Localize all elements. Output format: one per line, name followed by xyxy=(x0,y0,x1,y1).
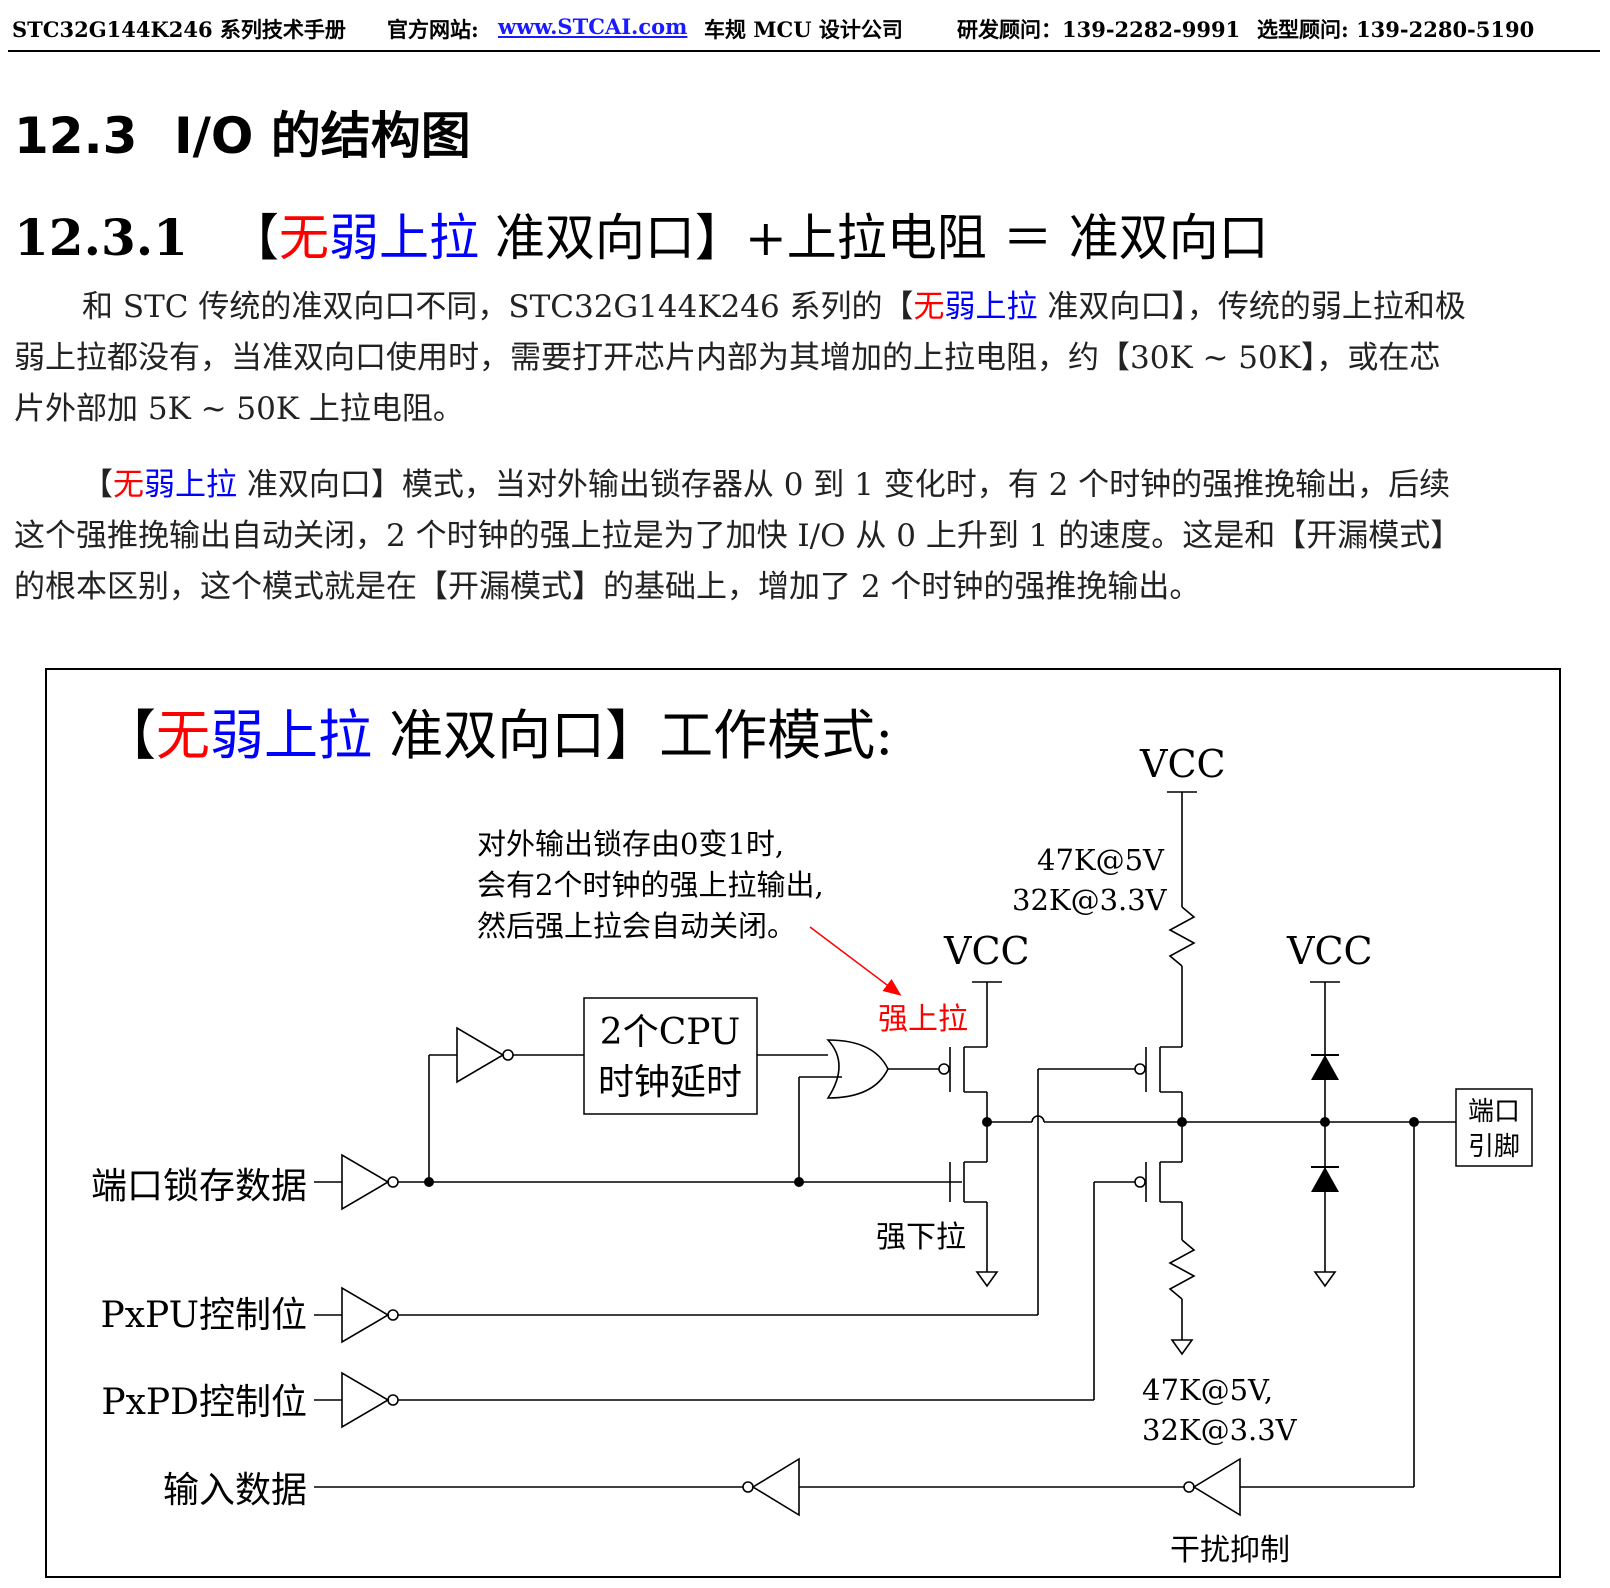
text-run: 和 STC 传统的准双向口不同，STC32G144K246 系列的【 xyxy=(82,289,914,325)
text-run: 准双向口】模式，当对外输出锁存器从 0 到 1 变化时，有 2 个时钟的强推挽输… xyxy=(237,467,1451,503)
pxpd-control-label: PxPD控制位 xyxy=(101,1382,307,1423)
paragraph-line: 这个强推挽输出自动关闭，2 个时钟的强上拉是为了加快 I/O 从 0 上升到 1… xyxy=(14,518,1462,554)
diode-upper-icon xyxy=(1311,1055,1339,1080)
svg-text:引脚: 引脚 xyxy=(1468,1132,1520,1162)
strong-pulldown-label: 强下拉 xyxy=(876,1220,966,1255)
header-divider xyxy=(8,50,1600,52)
diagram-title: 【无弱上拉 准双向口】工作模式: xyxy=(102,704,893,767)
svg-text:端口: 端口 xyxy=(1468,1097,1520,1127)
paragraph-1: 和 STC 传统的准双向口不同，STC32G144K246 系列的【无弱上拉 准… xyxy=(14,282,1594,435)
circuit-schematic: 【无弱上拉 准双向口】工作模式: 对外输出锁存由0变1时, 会有2个时钟的强上拉… xyxy=(91,704,1533,1568)
paragraph-line: 的根本区别，这个模式就是在【开漏模式】的基础上，增加了 2 个时钟的强推挽输出。 xyxy=(14,569,1201,605)
pulldown-resistor-label-3v3: 32K@3.3V xyxy=(1142,1413,1298,1447)
pullup-resistor-label-5v: 47K@5V xyxy=(1037,843,1165,877)
svg-text:会有2个时钟的强上拉输出,: 会有2个时钟的强上拉输出, xyxy=(477,868,824,902)
header-company: 车规 MCU 设计公司 xyxy=(704,17,903,42)
input-data-label: 输入数据 xyxy=(163,1470,307,1511)
vcc-label-resistor: VCC xyxy=(1139,742,1226,786)
paragraph-line: 弱上拉都没有，当准双向口使用时，需要打开芯片内部为其增加的上拉电阻，约【30K … xyxy=(14,340,1441,376)
header-site-label: 官方网站: xyxy=(387,17,479,42)
diode-lower-icon xyxy=(1311,1167,1339,1192)
subsection-heading: 12.3.1 【无弱上拉 准双向口】+上拉电阻 ＝ 准双向口 xyxy=(14,198,1269,270)
pulldown-resistor-label-5v: 47K@5V, xyxy=(1142,1373,1273,1407)
latch-data-label: 端口锁存数据 xyxy=(91,1166,307,1207)
header-rd-consultant: 研发顾问：139-2282-9991 xyxy=(957,17,1241,42)
header-manual-title: STC32G144K246 系列技术手册 xyxy=(12,17,346,42)
paragraph-line: 【无弱上拉 准双向口】模式，当对外输出锁存器从 0 到 1 变化时，有 2 个时… xyxy=(14,460,1594,511)
paragraph-2: 【无弱上拉 准双向口】模式，当对外输出锁存器从 0 到 1 变化时，有 2 个时… xyxy=(14,460,1594,613)
junction-dots xyxy=(424,1117,1419,1187)
port-pin-box: 端口 引脚 xyxy=(1455,1088,1533,1167)
noise-suppression-label: 干扰抑制 xyxy=(1170,1533,1290,1568)
paragraph-line: 和 STC 传统的准双向口不同，STC32G144K246 系列的【无弱上拉 准… xyxy=(14,282,1594,333)
pullup-resistor-label-3v3: 32K@3.3V xyxy=(1012,883,1168,917)
section-title: I/O 的结构图 xyxy=(174,107,471,165)
svg-text:对外输出锁存由0变1时,: 对外输出锁存由0变1时, xyxy=(477,827,784,861)
cpu-clock-delay-box: 2个CPU 时钟延时 xyxy=(583,997,758,1115)
io-structure-diagram: 【无弱上拉 准双向口】工作模式: 对外输出锁存由0变1时, 会有2个时钟的强上拉… xyxy=(45,668,1561,1578)
subsection-title: 【无弱上拉 准双向口】+上拉电阻 ＝ 准双向口 xyxy=(229,209,1269,267)
pullup-note: 对外输出锁存由0变1时, 会有2个时钟的强上拉输出, 然后强上拉会自动关闭。 xyxy=(477,827,824,943)
paragraph-line: 片外部加 5K ~ 50K 上拉电阻。 xyxy=(14,391,464,427)
subsection-word-wu: 无 xyxy=(279,209,329,267)
header-site-link-wrap[interactable]: www.STCAI.com xyxy=(498,14,687,39)
text-run: 【 xyxy=(82,467,113,503)
page-header: STC32G144K246 系列技术手册 官方网站: www.STCAI.com… xyxy=(12,14,1602,48)
vcc-label-pmos: VCC xyxy=(943,929,1030,973)
subsection-number: 12.3.1 xyxy=(14,208,188,267)
pxpu-control-label: PxPU控制位 xyxy=(101,1295,307,1336)
subsection-word-weak-pullup: 弱上拉 xyxy=(329,209,479,267)
note-arrow xyxy=(809,926,902,996)
text-run-blue: 弱上拉 xyxy=(144,467,237,503)
text-run-red: 无 xyxy=(113,467,144,503)
svg-text:时钟延时: 时钟延时 xyxy=(598,1062,742,1103)
svg-text:2个CPU: 2个CPU xyxy=(600,1012,740,1053)
subsection-title-rest: 准双向口】+上拉电阻 ＝ 准双向口 xyxy=(479,209,1269,267)
text-run: 准双向口】，传统的弱上拉和极 xyxy=(1037,289,1466,325)
section-number: 12.3 xyxy=(14,107,138,165)
svg-text:然后强上拉会自动关闭。: 然后强上拉会自动关闭。 xyxy=(477,909,796,943)
text-run-red: 无 xyxy=(913,289,945,325)
header-site-link[interactable]: www.STCAI.com xyxy=(498,14,688,39)
subsection-bracket: 【 xyxy=(229,209,279,267)
circuit-wiring xyxy=(314,791,1456,1517)
text-run-blue: 弱上拉 xyxy=(944,289,1038,325)
strong-pullup-label: 强上拉 xyxy=(878,1002,968,1037)
section-heading: 12.3 I/O 的结构图 xyxy=(14,96,471,168)
vcc-label-diode: VCC xyxy=(1286,929,1373,973)
header-selection-consultant: 选型顾问: 139-2280-5190 xyxy=(1257,17,1535,42)
